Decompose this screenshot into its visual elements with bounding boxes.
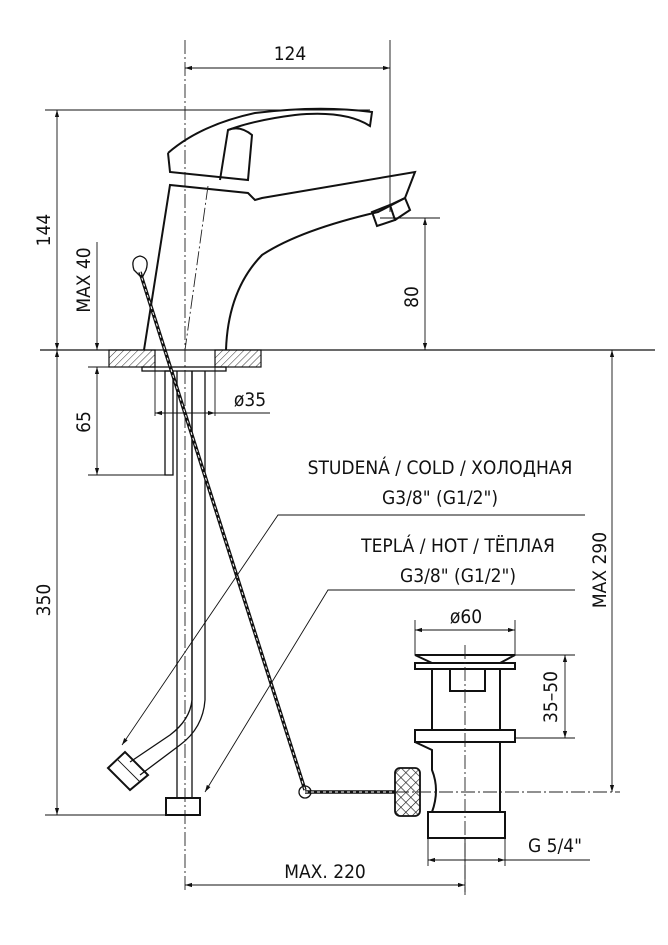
washer-plate <box>141 366 227 372</box>
cold-label: STUDENÁ / COLD / ХОЛОДНАЯ <box>308 456 573 479</box>
cold-hose <box>106 371 206 792</box>
dim-shank-diameter: ø35 <box>234 389 266 411</box>
dim-stud-length: 65 <box>73 411 95 433</box>
popup-rod <box>132 255 395 799</box>
hot-hose-connector <box>165 797 201 816</box>
dim-counter-thickness: MAX 40 <box>73 247 95 312</box>
popup-waste <box>394 645 620 895</box>
dim-waste-depth: MAX 290 <box>589 532 611 608</box>
counter-section-left <box>108 349 156 368</box>
rod-knob <box>132 255 148 280</box>
faucet-body <box>143 107 417 351</box>
hot-hose <box>165 371 201 816</box>
cold-thread: G3/8" (G1/2") <box>382 487 498 509</box>
dim-rod-reach: MAX. 220 <box>284 861 366 883</box>
hot-thread: G3/8" (G1/2") <box>400 565 516 587</box>
dim-waste-thread: G 5/4" <box>528 835 582 857</box>
dim-hose-length: 350 <box>33 584 55 617</box>
dim-spout-height: 80 <box>401 286 423 308</box>
dim-waste-diameter: ø60 <box>450 606 482 628</box>
dimension-lines <box>45 40 615 892</box>
shank <box>154 367 216 476</box>
dim-waste-range: 35–50 <box>540 671 562 723</box>
counter-section-right <box>214 349 262 368</box>
hot-label: TEPLÁ / HOT / ТЁПЛАЯ <box>360 534 555 557</box>
dim-total-height: 144 <box>33 214 55 247</box>
dim-spout-reach: 124 <box>274 43 307 65</box>
hose-leaders <box>121 514 585 793</box>
mounting-stud <box>164 370 174 476</box>
